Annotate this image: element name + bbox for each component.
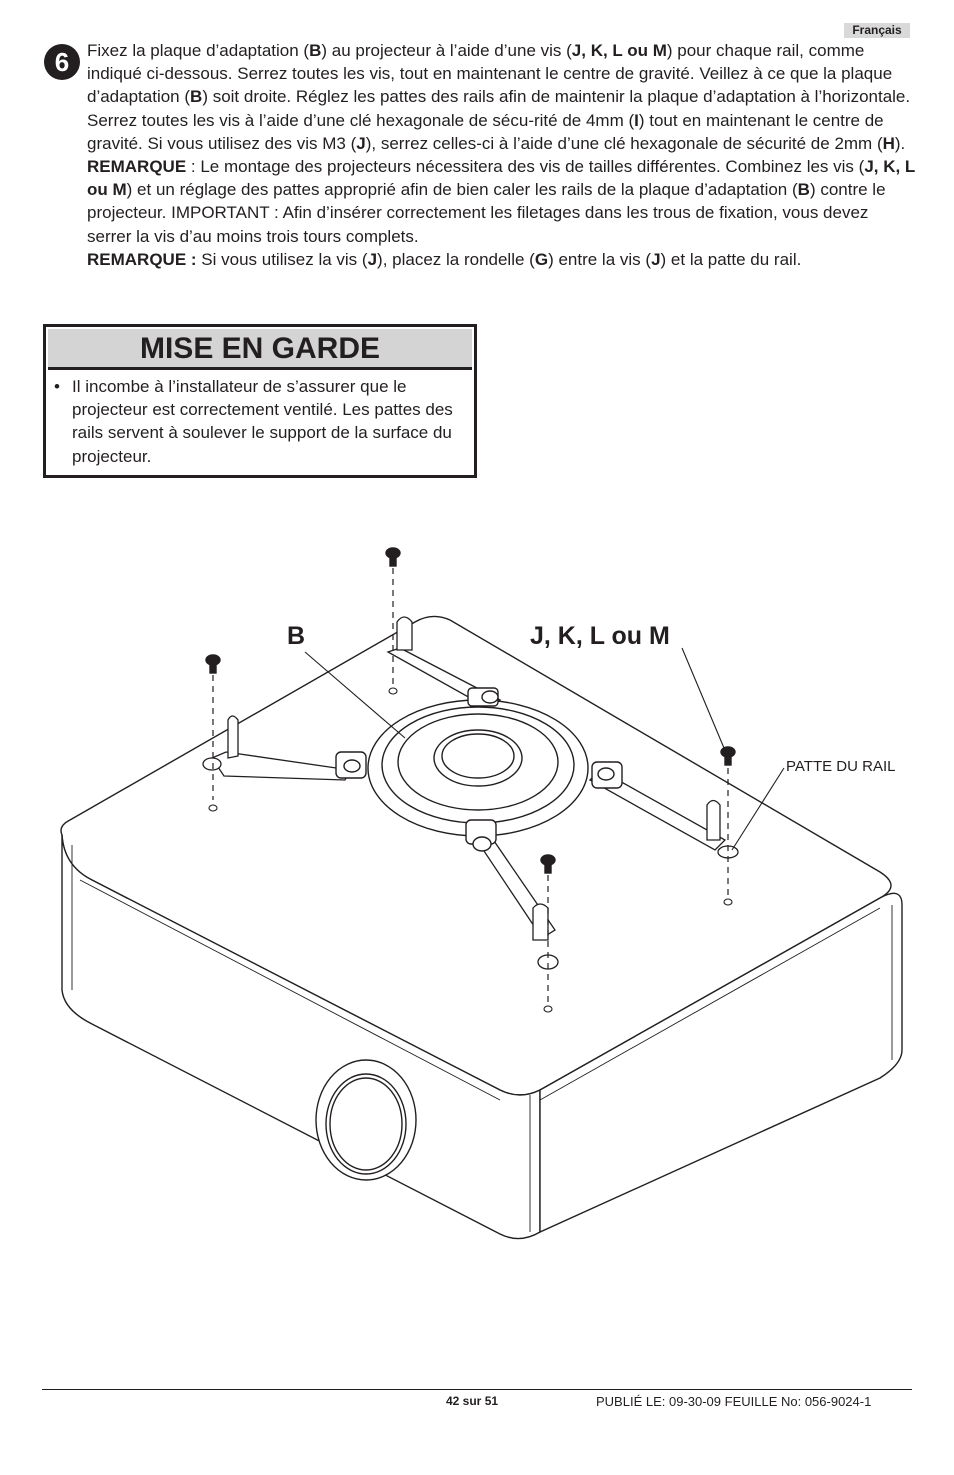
bold-reference: B [797, 180, 810, 200]
bold-reference: I [634, 110, 639, 130]
mounting-holes [208, 687, 733, 1013]
bold-reference: B [309, 41, 322, 60]
bold-reference: J [367, 249, 378, 269]
rail-foot-left [227, 715, 239, 759]
leader-b [304, 651, 406, 739]
text-run: Si vous utilisez la vis ( [196, 249, 368, 269]
leader-screws [681, 647, 725, 749]
bold-reference: J, K, L ou M [87, 157, 916, 200]
text-run: ), placez la rondelle ( [377, 249, 535, 269]
text-run: ), serrez celles-ci à l’aide d’une clé h… [365, 133, 883, 153]
label-screws: J, K, L ou M [530, 622, 670, 650]
text-run: ) pour chaque rail, comme indiqué ci-des… [87, 41, 893, 107]
label-rail-foot: PATTE DU RAIL [786, 758, 896, 775]
bold-reference: H [882, 133, 895, 153]
text-run: ) au projecteur à l’aide d’une vis ( [321, 41, 572, 60]
step-number-badge: 6 [44, 44, 80, 80]
screw-back [385, 547, 401, 567]
projector-mount-illustration [60, 547, 903, 1240]
bold-reference: B [190, 87, 203, 107]
screw-right [720, 746, 736, 766]
rail-foot-right [706, 799, 721, 841]
instruction-paragraph-2: REMARQUE : Le montage des projecteurs né… [87, 155, 917, 248]
mounting-screws [205, 547, 736, 874]
step-instructions: Fixez la plaque d’adaptation (B) au proj… [87, 39, 917, 271]
rail-feet [202, 616, 739, 970]
bold-reference: G [534, 249, 549, 269]
adapter-plate [335, 687, 623, 852]
text-run: Fixez la plaque d’adaptation ( [87, 41, 310, 60]
footer-divider [42, 1389, 912, 1390]
warning-list: Il incombe à l’installateur de s’assurer… [46, 375, 474, 468]
rail-foot-back [396, 616, 413, 651]
projector-lens-inner [325, 1073, 407, 1175]
bold-reference: J [651, 249, 661, 269]
instruction-paragraph-3: REMARQUE : Si vous utilisez la vis (J), … [87, 248, 917, 271]
text-run: ) contre le projecteur. IMPORTANT : Afin… [87, 180, 886, 246]
text-run: ) tout en maintenant le centre de gravit… [87, 110, 884, 153]
bold-reference: REMARQUE [87, 157, 187, 177]
warning-item: Il incombe à l’installateur de s’assurer… [54, 375, 466, 468]
text-run: ) soit droite. Réglez les pattes des rai… [87, 87, 911, 130]
page-number: 42 sur 51 [446, 1394, 499, 1408]
publication-info: PUBLIÉ LE: 09-30-09 FEUILLE No: 056-9024… [596, 1394, 872, 1409]
text-run: ) et la patte du rail. [660, 249, 802, 269]
text-run: ) entre la vis ( [548, 249, 652, 269]
instruction-paragraph-1: Fixez la plaque d’adaptation (B) au proj… [87, 39, 917, 155]
projector-side-face [539, 892, 903, 1234]
warning-box: MISE EN GARDE Il incombe à l’installateu… [43, 324, 477, 478]
rail-foot-front [532, 903, 549, 941]
language-tag: Français [844, 23, 910, 38]
alignment-guides [212, 568, 729, 1002]
leader-rail-foot [731, 767, 785, 851]
label-adapter-plate: B [287, 622, 306, 650]
text-run: : Le montage des projecteurs nécessitera… [186, 157, 865, 177]
text-run: ). [894, 133, 906, 153]
screw-front [540, 854, 556, 874]
screw-left [205, 654, 221, 674]
text-run: ) et un réglage des pattes approprié afi… [126, 180, 798, 200]
warning-title: MISE EN GARDE [48, 329, 472, 370]
bold-reference: J [356, 133, 366, 153]
bold-reference: J, K, L ou M [571, 41, 667, 60]
bold-reference: REMARQUE : [87, 249, 197, 269]
